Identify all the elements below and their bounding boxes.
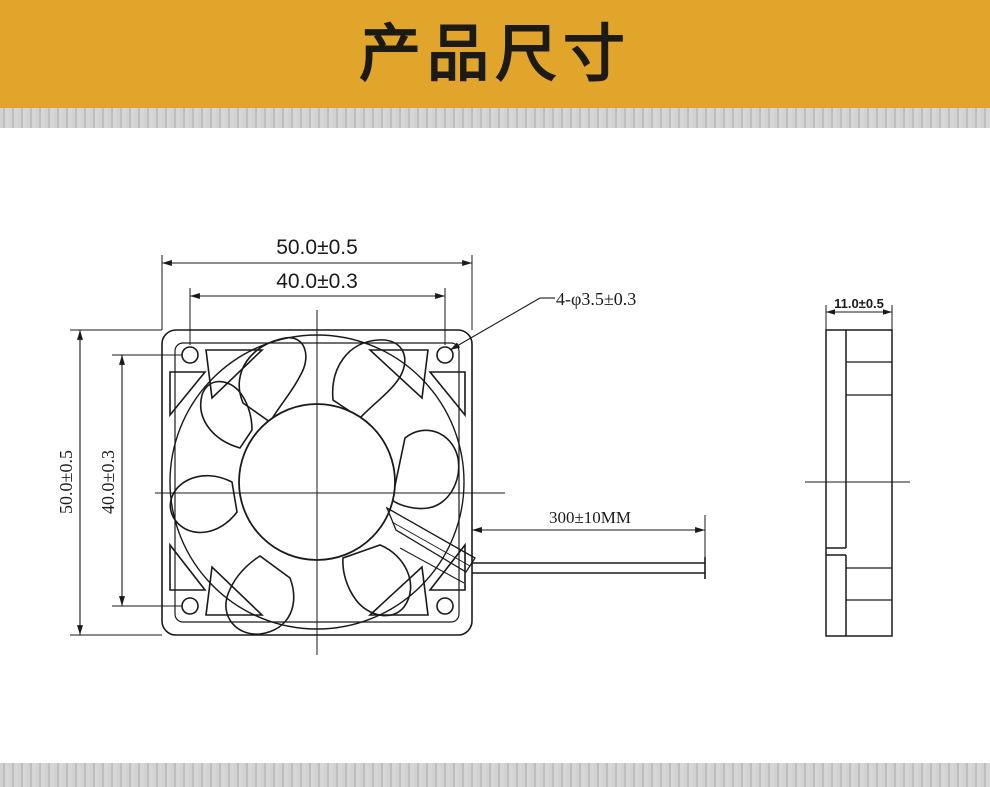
front-view — [161, 329, 706, 636]
corner-wedge — [169, 371, 207, 418]
leader-mount-hole — [449, 297, 541, 351]
dim-label-thickness: 11.0±0.5 — [834, 296, 884, 311]
dim-label-cable-length: 300±10MM — [549, 508, 631, 527]
center-lines — [155, 310, 505, 655]
extension-lines — [70, 255, 706, 636]
mount-hole — [181, 346, 199, 364]
dim-label-hole-width: 40.0±0.3 — [276, 270, 358, 293]
fan-blade — [169, 474, 238, 534]
fan-blade — [391, 429, 460, 510]
mount-hole — [181, 597, 199, 615]
dim-label-hole-height: 40.0±0.3 — [98, 450, 118, 514]
cable-channel-line — [391, 521, 471, 567]
fan-blade — [331, 339, 406, 420]
fan-blade — [238, 337, 307, 424]
cable-channel — [385, 506, 476, 573]
corner-wedge — [428, 542, 466, 591]
fan-blade — [225, 555, 295, 635]
corner-wedge — [428, 371, 466, 418]
corner-wedge — [367, 565, 429, 616]
dim-label-mount-hole: 4-φ3.5±0.3 — [556, 289, 636, 309]
page-title: 产品尺寸 — [358, 17, 631, 90]
fan-blade — [200, 380, 253, 449]
mount-hole — [436, 346, 454, 364]
corner-wedge — [205, 349, 264, 400]
dimension-lines — [77, 260, 705, 635]
fan-blade — [342, 544, 412, 617]
texture-band-top — [0, 108, 990, 128]
corner-wedge — [169, 542, 207, 591]
dim-label-outer-height: 50.0±0.5 — [56, 450, 76, 514]
mount-hole — [436, 597, 454, 615]
corner-wedge — [205, 565, 264, 616]
side-view-lines — [805, 305, 910, 483]
fan-side-body — [825, 329, 893, 637]
corner-wedge — [367, 349, 429, 400]
cable-channel-line — [399, 547, 465, 584]
side-view — [825, 329, 893, 637]
dim-label-outer-width: 50.0±0.5 — [276, 236, 358, 259]
texture-band-bottom — [0, 763, 990, 787]
header-banner — [0, 0, 990, 108]
